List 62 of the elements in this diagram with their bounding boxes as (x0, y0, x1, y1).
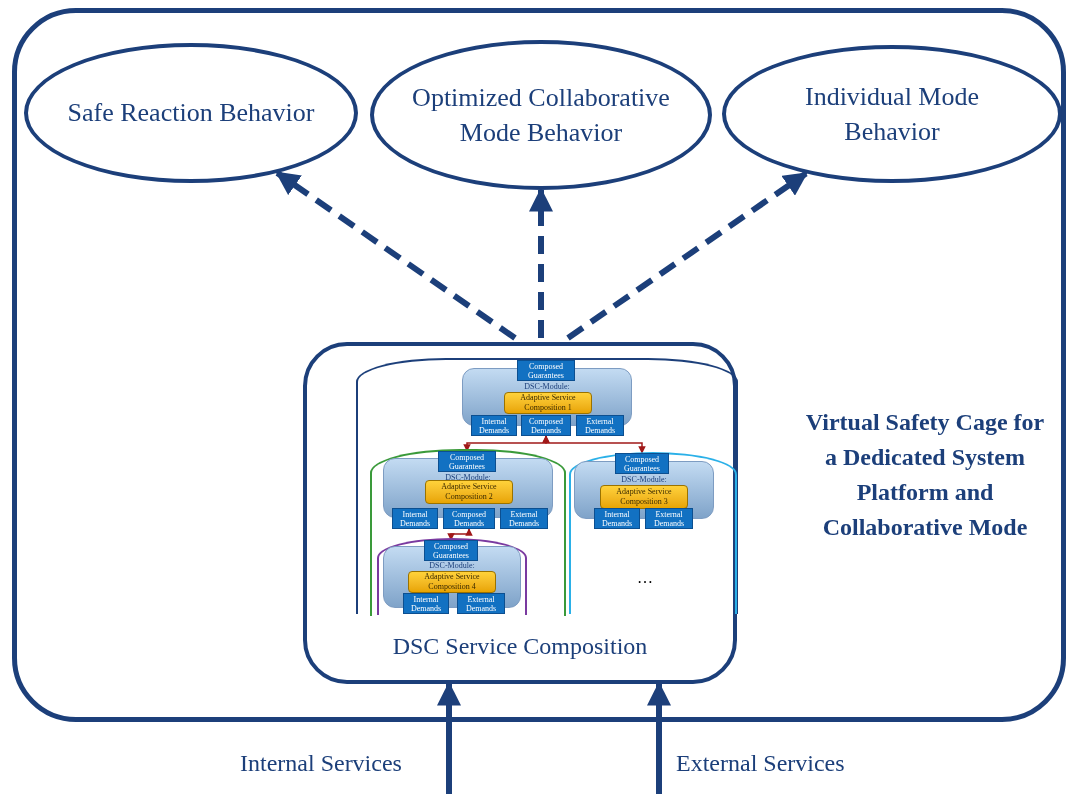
composition-panel (303, 342, 737, 684)
node-label: Individual Mode Behavior (804, 80, 980, 148)
node-label: DSC-Module: (428, 561, 476, 570)
node-label: DSC-Module: (444, 473, 492, 482)
composition-box (600, 485, 688, 509)
interface-tab (457, 593, 505, 614)
behavior-ellipse (24, 43, 358, 183)
node-label: External Demands (464, 594, 498, 613)
node-label: Composed Guarantees (432, 541, 470, 560)
node-label: Adaptive Service Composition 3 (615, 487, 673, 507)
arrow (647, 681, 671, 794)
arrow (447, 528, 473, 541)
cage-frame (12, 8, 1066, 722)
interface-tab (443, 508, 495, 529)
interface-tab (403, 593, 449, 614)
node-label: Adaptive Service Composition 2 (440, 482, 498, 502)
node-label: DSC Service Composition (391, 632, 649, 661)
node-label: Composed Demands (450, 509, 488, 528)
interface-tab (521, 415, 571, 436)
module-container (569, 452, 737, 614)
arrow (437, 681, 461, 794)
node-label: Internal Demands (409, 594, 443, 613)
node-label: Composed Guarantees (527, 361, 565, 380)
interface-tab (645, 508, 693, 529)
interface-tab (471, 415, 517, 436)
interface-tab (392, 508, 438, 529)
behavior-ellipse (722, 45, 1062, 183)
dashed-arrow (566, 171, 808, 341)
node-label: DSC-Module: (620, 475, 668, 484)
node-label: Internal Demands (477, 416, 511, 435)
node-label: Internal Demands (398, 509, 432, 528)
module-container (377, 538, 527, 615)
module-container (356, 358, 738, 614)
dashed-arrow (275, 170, 517, 341)
composition-box (504, 392, 592, 414)
node-label: Optimized Collaborative Mode Behavior (411, 81, 671, 149)
node-label: Composed Guarantees (448, 452, 486, 471)
interface-tab (594, 508, 640, 529)
interface-tab (615, 453, 669, 474)
node-label: DSC-Module: (523, 382, 571, 391)
interface-tab (576, 415, 624, 436)
node-label: Safe Reaction Behavior (67, 97, 315, 130)
interface-tab (438, 451, 496, 472)
node-label: External Demands (652, 509, 686, 528)
node-label: Composed Guarantees (623, 454, 661, 473)
dashed-arrow (529, 187, 553, 338)
node-label: Internal Demands (600, 509, 634, 528)
node-label: Adaptive Service Composition 4 (423, 572, 481, 592)
arrow (542, 435, 646, 454)
interface-tab (424, 540, 478, 561)
node-label: External Demands (583, 416, 617, 435)
behavior-ellipse (370, 40, 712, 190)
composition-box (425, 480, 513, 504)
node-label: External Demands (507, 509, 541, 528)
module-container (370, 449, 566, 616)
cage-title: Virtual Safety Cage for a Dedicated System Platform and Collaborative Mode (804, 408, 1046, 542)
node-label: Adaptive Service Composition 1 (519, 393, 577, 413)
composition-box (408, 571, 496, 593)
node-label: Composed Demands (527, 416, 565, 435)
ellipsis-text: … (637, 568, 653, 588)
interface-tab (500, 508, 548, 529)
interface-tab (517, 360, 575, 381)
